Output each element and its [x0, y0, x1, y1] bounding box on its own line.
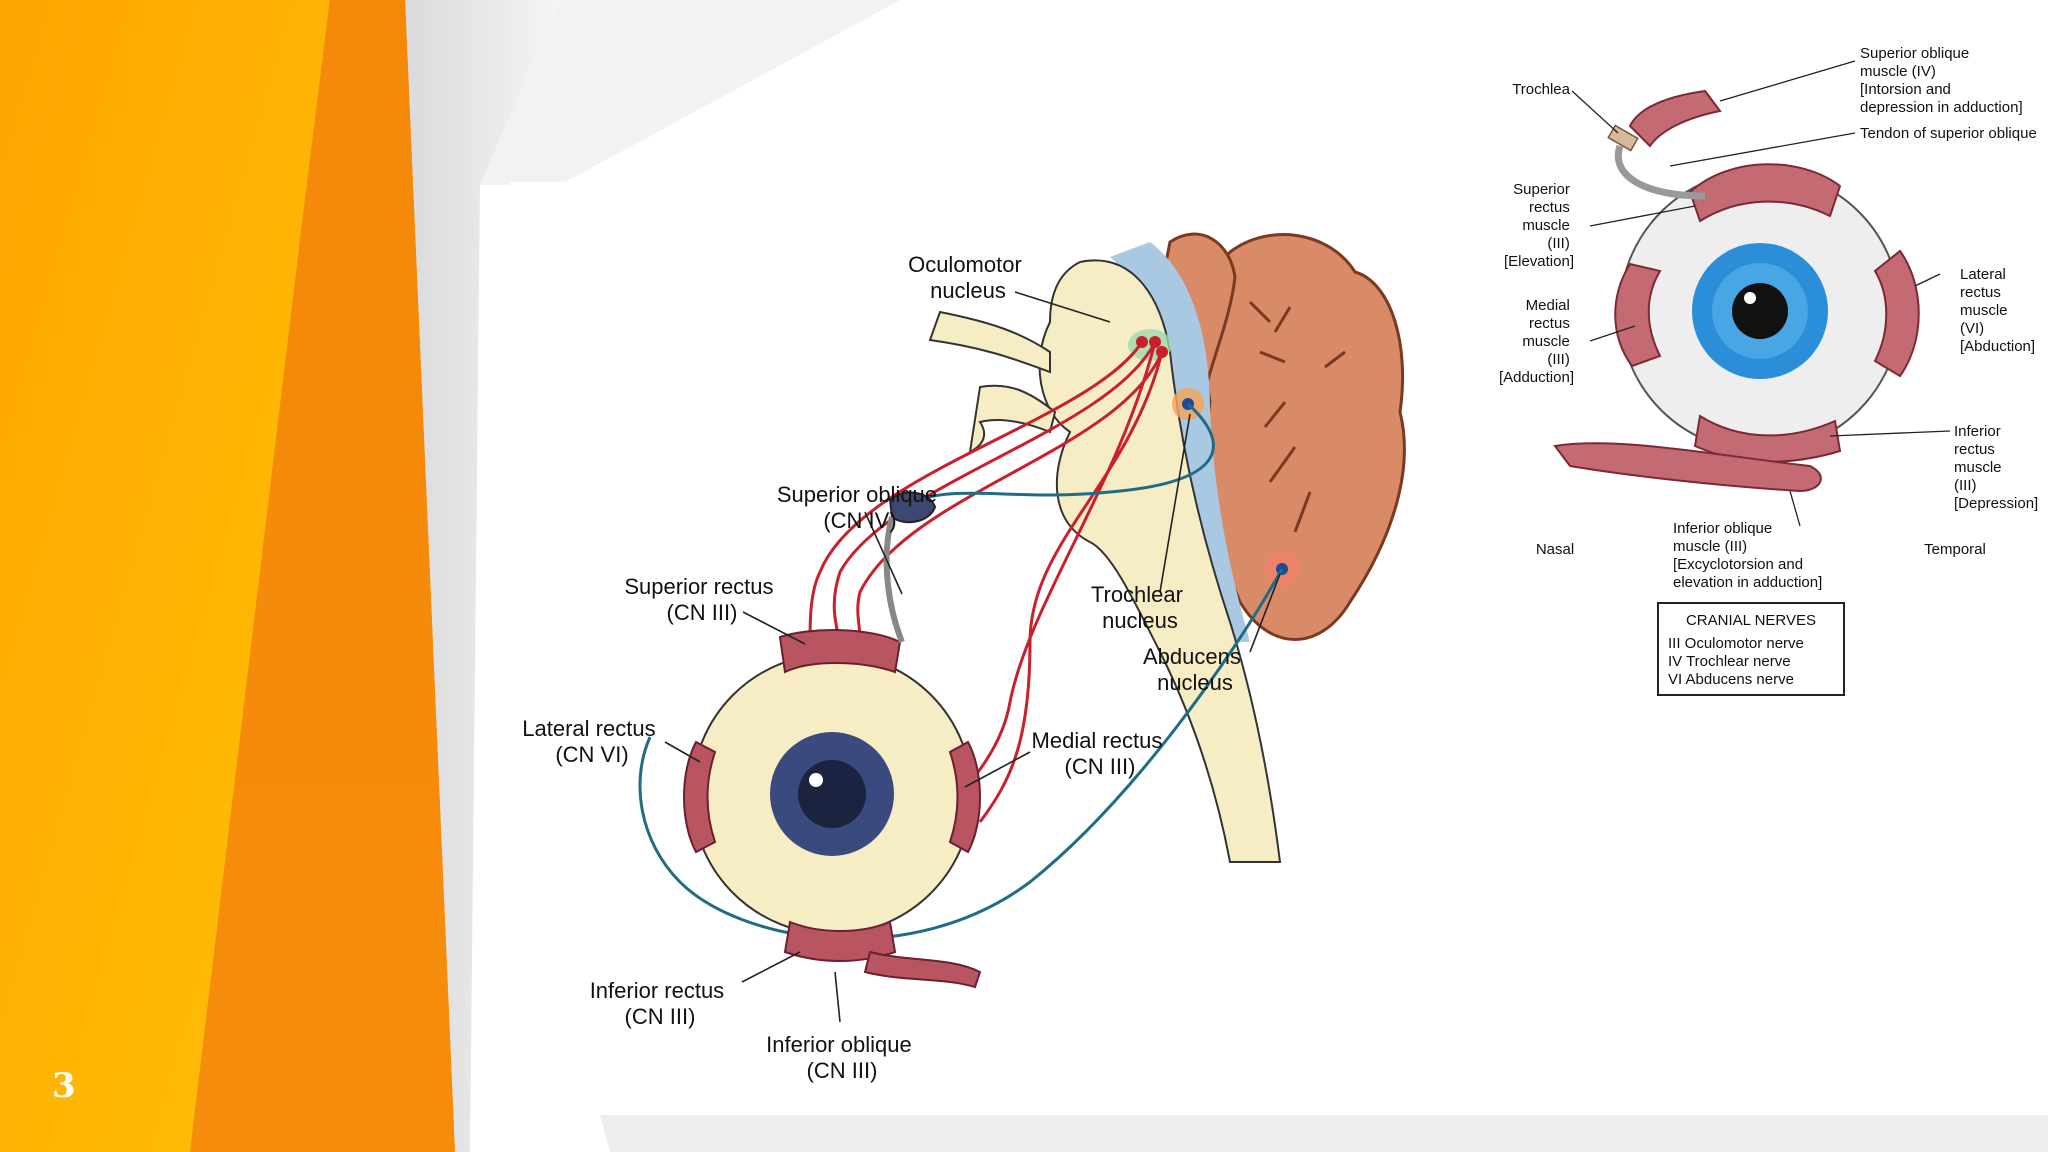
label-oculomotor-nucleus: Oculomotor nucleus — [908, 252, 1028, 303]
label-temporal: Temporal — [1924, 541, 1986, 558]
label-inferior-oblique-muscle: Inferior oblique muscle (III) [Excycloto… — [1673, 520, 1822, 591]
label-abducens-nucleus: Abducens nucleus — [1143, 644, 1247, 695]
legend-item-abducens: VI Abducens nerve — [1668, 671, 1794, 688]
cranial-nerves-legend: CRANIAL NERVES III Oculomotor nerve IV T… — [1657, 602, 1845, 696]
legend-item-trochlear: IV Trochlear nerve — [1668, 653, 1791, 670]
slide-number: 3 — [52, 1066, 76, 1106]
label-superior-oblique-muscle: Superior oblique muscle (IV) [Intorsion … — [1860, 45, 2023, 116]
label-nasal: Nasal — [1536, 541, 1574, 558]
label-inferior-rectus-muscle: Inferior rectus muscle (III) [Depression… — [1954, 423, 2038, 512]
label-inferior-oblique: Inferior oblique (CN III) — [766, 1032, 918, 1083]
abducens-nerve — [638, 568, 1284, 941]
label-medial-rectus-muscle: Medial rectus muscle (III) [Adduction] — [1499, 297, 1574, 386]
cerebellum — [1158, 232, 1406, 641]
label-medial-rectus: Medial rectus (CN III) — [1032, 728, 1169, 779]
eyeball-main — [683, 491, 982, 989]
eye-muscles-diagram: Trochlea Superior oblique muscle (IV) [I… — [1470, 36, 2048, 706]
label-superior-rectus-muscle: Superior rectus muscle (III) [Elevation] — [1504, 181, 1574, 270]
label-tendon-superior-oblique: Tendon of superior oblique — [1860, 125, 2037, 142]
legend-item-oculomotor: III Oculomotor nerve — [1668, 635, 1804, 652]
extraocular-nerves-diagram: Oculomotor nucleus Superior oblique (CN … — [510, 182, 1438, 1114]
label-inferior-rectus: Inferior rectus (CN III) — [590, 978, 731, 1029]
label-lateral-rectus: Lateral rectus (CN VI) — [522, 716, 661, 767]
label-trochlea: Trochlea — [1512, 81, 1570, 98]
legend-title: CRANIAL NERVES — [1686, 612, 1816, 629]
brainstem — [928, 259, 1300, 863]
eyeball-right — [1553, 89, 1920, 493]
label-superior-oblique: Superior oblique (CN IV) — [777, 482, 943, 533]
label-lateral-rectus-muscle: Lateral rectus muscle (VI) [Abduction] — [1960, 266, 2035, 355]
label-superior-rectus: Superior rectus (CN III) — [624, 574, 779, 625]
label-trochlear-nucleus: Trochlear nucleus — [1091, 582, 1189, 633]
trochlear-nerve — [904, 402, 1215, 506]
